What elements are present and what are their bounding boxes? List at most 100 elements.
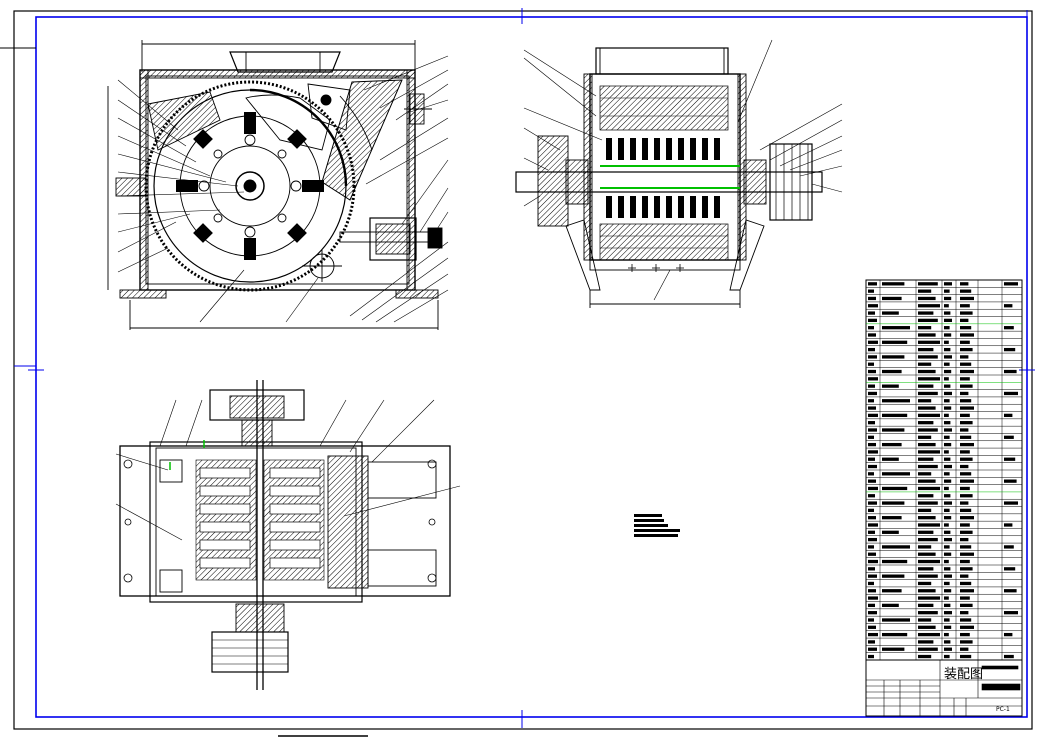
parts-cell-mark (918, 486, 940, 491)
parts-cell-mark (944, 391, 952, 396)
parts-cell-mark (868, 413, 878, 418)
parts-cell-mark (868, 611, 877, 615)
parts-cell-mark (944, 559, 949, 564)
parts-cell-mark (944, 516, 952, 520)
parts-cell-mark (960, 523, 970, 527)
parts-cell-mark (944, 654, 950, 659)
parts-cell-mark (944, 377, 949, 381)
parts-cell-mark (868, 304, 878, 308)
parts-cell-mark (944, 574, 952, 578)
parts-cell-mark (868, 369, 876, 374)
parts-cell-mark (960, 289, 972, 293)
parts-cell-mark (1004, 304, 1013, 308)
parts-cell-mark (944, 435, 950, 439)
parts-cell-mark (882, 647, 905, 651)
centering-marks (14, 8, 1035, 728)
parts-cell-mark (960, 508, 972, 513)
parts-cell-mark (960, 450, 970, 454)
parts-cell-mark (868, 596, 878, 600)
parts-cell-mark (1004, 523, 1013, 527)
parts-cell-mark (918, 516, 936, 520)
parts-cell-mark (882, 516, 902, 520)
parts-cell-mark (944, 340, 949, 344)
parts-cell-mark (868, 530, 875, 534)
parts-cell-mark (882, 472, 910, 476)
parts-cell-mark (960, 647, 969, 651)
parts-cell-mark (960, 326, 972, 330)
parts-cell-mark (944, 326, 950, 330)
parts-cell-mark (960, 494, 973, 498)
parts-cell-mark (868, 355, 877, 359)
parts-cell-mark (1004, 545, 1014, 549)
parts-cell-mark (1004, 632, 1013, 637)
parts-cell-mark (868, 640, 875, 644)
parts-cell-mark (944, 289, 950, 293)
parts-cell-mark (918, 603, 934, 608)
parts-cell-mark (868, 472, 874, 476)
technical-notes (634, 514, 680, 537)
parts-cell-mark (918, 537, 938, 542)
parts-cell-mark (918, 421, 934, 425)
parts-cell-mark (918, 369, 936, 374)
parts-cell-mark (960, 472, 972, 476)
parts-cell-mark (944, 311, 951, 315)
parts-cell-mark (868, 654, 874, 659)
parts-cell-mark (918, 552, 936, 556)
parts-cell-mark (918, 559, 940, 564)
parts-cell-mark (882, 428, 905, 432)
parts-cell-mark (1004, 567, 1016, 571)
parts-cell-mark (960, 377, 970, 381)
parts-cell-mark (944, 501, 952, 505)
parts-cell-mark (882, 399, 910, 403)
parts-cell-mark (868, 567, 875, 571)
parts-cell-mark (868, 362, 874, 366)
parts-cell-mark (960, 603, 973, 608)
parts-cell-mark (918, 311, 934, 315)
parts-cell-mark (868, 647, 877, 651)
parts-cell-mark (868, 618, 874, 622)
parts-cell-mark (944, 406, 952, 410)
parts-cell-mark (960, 318, 969, 323)
parts-cell-mark (960, 413, 970, 418)
parts-cell-mark (918, 472, 932, 476)
parts-cell-mark (1004, 501, 1018, 505)
parts-cell-mark (882, 545, 910, 549)
drawing-number-text: PC-1 (996, 706, 1010, 713)
parts-cell-mark (918, 391, 938, 396)
parts-cell-mark (868, 421, 875, 425)
parts-cell-mark (944, 618, 950, 622)
parts-cell-mark (1004, 479, 1017, 483)
parts-cell-mark (944, 611, 952, 615)
parts-cell-mark (882, 296, 902, 301)
parts-cell-mark (960, 282, 969, 286)
parts-cell-mark (944, 640, 951, 644)
parts-cell-mark (868, 501, 877, 505)
parts-cell-mark (868, 340, 878, 344)
parts-cell-mark (960, 340, 970, 344)
parts-cell-mark (960, 457, 973, 461)
parts-cell-mark (1004, 326, 1014, 330)
parts-cell-mark (944, 450, 949, 454)
parts-cell-mark (918, 647, 938, 651)
parts-cell-mark (944, 486, 949, 491)
parts-cell-mark (868, 486, 878, 491)
parts-cell-mark (960, 435, 972, 439)
parts-cell-mark (944, 479, 952, 483)
parts-cell-mark (960, 611, 969, 615)
parts-cell-mark (868, 289, 874, 293)
parts-cell-mark (960, 384, 973, 388)
parts-cell-mark (944, 355, 952, 359)
parts-cell-mark (868, 589, 876, 593)
parts-cell-mark (944, 413, 949, 418)
parts-cell-mark (868, 537, 877, 542)
parts-cell-mark (882, 413, 908, 418)
parts-cell-mark (882, 369, 902, 374)
parts-cell-mark (918, 304, 940, 308)
parts-cell-mark (918, 567, 934, 571)
parts-cell-mark (918, 282, 938, 286)
parts-cell-mark (868, 545, 874, 549)
parts-cell-mark (944, 523, 949, 527)
parts-cell-mark (882, 501, 905, 505)
parts-cell-mark (960, 406, 974, 410)
parts-cell-mark (868, 516, 876, 520)
